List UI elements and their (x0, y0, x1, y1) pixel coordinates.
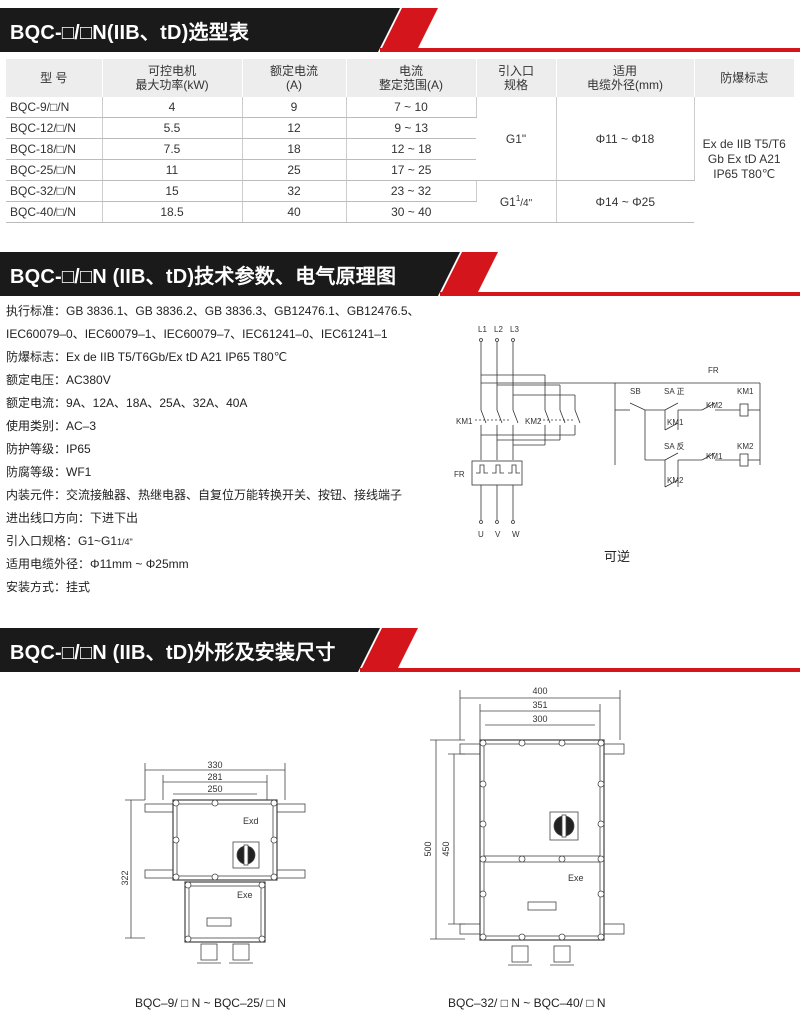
svg-text:FR: FR (708, 366, 719, 375)
svg-text:250: 250 (207, 784, 222, 794)
spec-line: 安装方式：挂式 (6, 580, 91, 594)
svg-text:300: 300 (532, 714, 547, 724)
spec-line: 防护等级：IP65 (6, 442, 91, 456)
svg-text:400: 400 (532, 686, 547, 696)
spec-line: 内装元件：交流接触器、热继电器、自复位万能转换开关、按钮、接线端子 (6, 488, 403, 502)
col-power: 可控电机最大功率(kW) (102, 59, 243, 97)
col-mark: 防爆标志 (694, 59, 794, 97)
svg-text:FR: FR (454, 470, 465, 479)
svg-text:330: 330 (207, 760, 222, 770)
section-title: BQC-□/□N (IIB、tD)技术参数、电气原理图 (10, 266, 397, 288)
col-current: 额定电流(A) (242, 59, 347, 97)
section-banner-dims: BQC-□/□N (IIB、tD)外形及安装尺寸 (0, 628, 800, 672)
table-header-row: 型 号 可控电机最大功率(kW) 额定电流(A) 电流整定范围(A) 引入口规格… (6, 59, 794, 97)
svg-text:L2: L2 (494, 325, 503, 334)
svg-text:KM1: KM1 (667, 418, 684, 427)
spec-line: 引入口规格：G1~G11/4" (6, 534, 133, 548)
cable-spec-a: Φ11 ~ Φ18 (556, 97, 695, 181)
svg-text:SA 正: SA 正 (664, 387, 684, 396)
selection-table: 型 号 可控电机最大功率(kW) 额定电流(A) 电流整定范围(A) 引入口规格… (6, 59, 794, 223)
col-entry: 引入口规格 (476, 59, 557, 97)
spec-line: 额定电压：AC380V (6, 373, 111, 387)
spec-line: 防爆标志：Ex de IIB T5/T6Gb/Ex tD A21 IP65 T8… (6, 350, 288, 364)
svg-text:Exe: Exe (568, 873, 584, 883)
svg-text:W: W (512, 530, 520, 539)
svg-text:SB: SB (630, 387, 641, 396)
svg-text:281: 281 (207, 772, 222, 782)
col-model: 型 号 (6, 59, 103, 97)
svg-text:KM2: KM2 (525, 417, 542, 426)
large-model-caption: BQC–32/ □ N ~ BQC–40/ □ N (448, 996, 606, 1010)
svg-text:Exe: Exe (237, 890, 253, 900)
cable-spec-b: Φ14 ~ Φ25 (556, 180, 694, 223)
svg-text:322: 322 (120, 870, 130, 885)
svg-text:SA 反: SA 反 (664, 441, 684, 451)
svg-text:U: U (478, 530, 484, 539)
entry-spec-a: G1" (476, 97, 557, 181)
table-row: BQC-18/□/N 7.5 18 12 ~ 18 (6, 138, 794, 160)
spec-line: 进出线口方向：下进下出 (6, 511, 139, 525)
svg-text:351: 351 (532, 700, 547, 710)
col-cable: 适用电缆外径(mm) (556, 59, 695, 97)
table-row: BQC-12/□/N 5.5 12 9 ~ 13 (6, 117, 794, 139)
svg-text:KM1: KM1 (456, 417, 473, 426)
svg-text:Exd: Exd (243, 816, 259, 826)
svg-text:KM1: KM1 (737, 387, 754, 396)
spec-line: IEC60079–0、IEC60079–1、IEC60079–7、IEC6124… (6, 327, 388, 341)
enclosure-drawing-large: 400 351 300 500 450 Exe (423, 686, 625, 966)
col-range: 电流整定范围(A) (346, 59, 477, 97)
spec-line: 适用电缆外径：Φ11mm ~ Φ25mm (6, 557, 189, 571)
circuit-caption: 可逆 (604, 549, 631, 564)
enclosure-drawing-small: 330 281 250 322 Exd Exe (120, 760, 306, 964)
section-title: BQC-□/□N (IIB、tD)外形及安装尺寸 (10, 642, 336, 664)
table-row: BQC-32/□/N 15 32 23 ~ 32 G11/4" Φ14 ~ Φ2… (6, 180, 794, 223)
entry-spec-b: G11/4" (476, 180, 557, 223)
spec-line: 使用类别：AC–3 (6, 419, 97, 433)
svg-text:450: 450 (441, 841, 451, 856)
svg-text:500: 500 (423, 841, 433, 856)
svg-text:KM2: KM2 (706, 401, 723, 410)
circuit-diagram: L1 L2 L3 U V W KM1 KM2 FR SB SA 正 FR KM1… (454, 325, 761, 539)
svg-text:V: V (495, 530, 501, 539)
svg-text:L3: L3 (510, 325, 519, 334)
table-row: BQC-9/□/N 4 9 7 ~ 10 G1" Φ11 ~ Φ18 Ex de… (6, 97, 794, 181)
section-banner-params: BQC-□/□N (IIB、tD)技术参数、电气原理图 (0, 252, 800, 296)
spec-line: 执行标准：GB 3836.1、GB 3836.2、GB 3836.3、GB124… (6, 304, 420, 318)
section-banner-selection: BQC-□/□N(IIB、tD)选型表 (0, 8, 800, 52)
svg-text:KM1: KM1 (706, 452, 723, 461)
table-row: BQC-40/□/N 18.5 40 30 ~ 40 (6, 201, 794, 223)
svg-text:KM2: KM2 (737, 442, 754, 451)
svg-text:KM2: KM2 (667, 476, 684, 485)
spec-line: 防腐等级：WF1 (6, 465, 92, 479)
section-title: BQC-□/□N(IIB、tD)选型表 (10, 22, 250, 44)
small-model-caption: BQC–9/ □ N ~ BQC–25/ □ N (135, 996, 286, 1010)
svg-text:L1: L1 (478, 325, 487, 334)
spec-line: 额定电流：9A、12A、18A、25A、32A、40A (6, 396, 248, 410)
table-row: BQC-25/□/N 11 25 17 ~ 25 (6, 159, 794, 181)
